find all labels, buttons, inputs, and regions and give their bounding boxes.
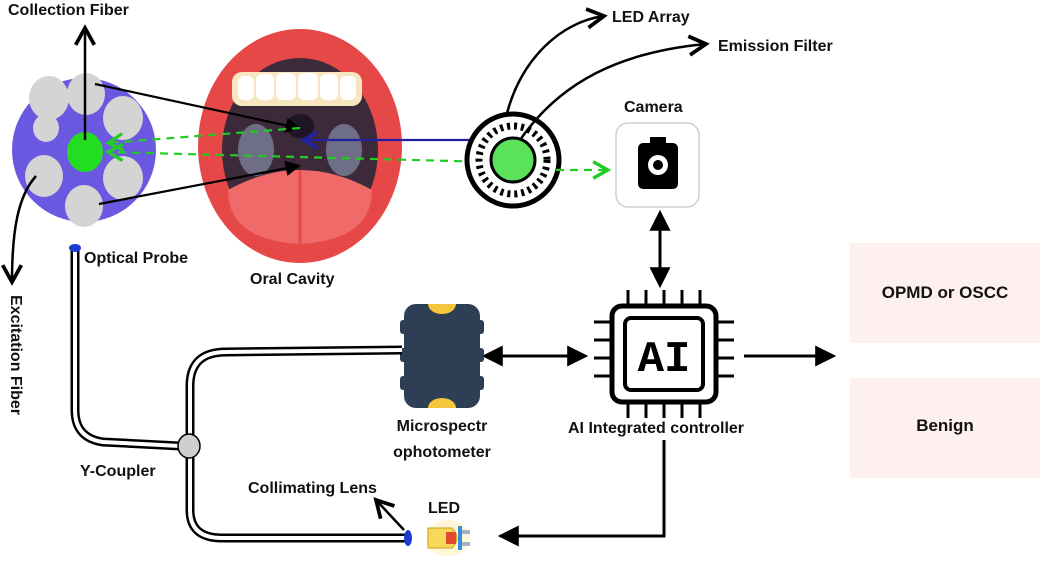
oral-cavity-label: Oral Cavity <box>250 271 335 288</box>
led-array-arrow <box>504 16 604 118</box>
y-coupler-label: Y-Coupler <box>80 463 156 480</box>
oral-cavity-illustration <box>198 29 402 263</box>
excitation-fiber-5 <box>65 185 103 227</box>
ai-chip-icon: AI <box>594 290 734 418</box>
microspectrophotometer-label-line1: Microspectr <box>396 418 488 435</box>
fiber-cables <box>70 250 408 543</box>
led-ring-filter <box>464 111 562 209</box>
spectrometer-chip-icon <box>400 304 484 408</box>
excitation-fiber-1 <box>29 76 69 120</box>
led-array-label: LED Array <box>612 9 690 26</box>
excitation-fiber-3 <box>103 96 143 140</box>
excitation-fiber-label: Excitation Fiber <box>7 295 24 416</box>
microspectrophotometer-label: Microspectr ophotometer <box>382 417 502 463</box>
ai-controller-label: AI Integrated controller <box>568 420 745 437</box>
camera-icon <box>615 122 700 208</box>
output-benign-label: Benign <box>916 416 974 435</box>
output-box-benign: Benign <box>850 378 1040 478</box>
output-box-opmd: OPMD or OSCC <box>850 243 1040 343</box>
led-label: LED <box>428 500 460 517</box>
y-coupler-node <box>177 433 201 459</box>
output-opmd-label: OPMD or OSCC <box>881 283 1009 302</box>
collection-fiber-core <box>67 132 103 172</box>
collection-fiber-label: Collection Fiber <box>8 2 129 19</box>
collimating-lens-tip <box>404 530 412 546</box>
excitation-fiber-4 <box>103 156 143 200</box>
excitation-light-path-2 <box>108 152 491 164</box>
ai-chip-text: AI <box>638 335 691 385</box>
emission-filter-label: Emission Filter <box>718 38 833 55</box>
excitation-fiber-arrow <box>12 175 37 282</box>
collimating-lens-label: Collimating Lens <box>248 480 377 497</box>
emission-filter-arrow <box>518 44 706 141</box>
excitation-fiber-6 <box>25 155 63 197</box>
led-bulb-icon <box>426 520 470 556</box>
probe-tip <box>69 244 81 252</box>
ai-led-arrow <box>497 440 666 547</box>
collimating-lens-arrow <box>376 500 405 531</box>
microspectrophotometer-label-line2: ophotometer <box>393 444 491 461</box>
excitation-light-path-1 <box>108 126 301 143</box>
optical-probe-label: Optical Probe <box>84 250 189 267</box>
excitation-fiber-7 <box>33 114 59 142</box>
camera-label: Camera <box>624 99 683 116</box>
optical-probe-bundle <box>12 73 156 227</box>
